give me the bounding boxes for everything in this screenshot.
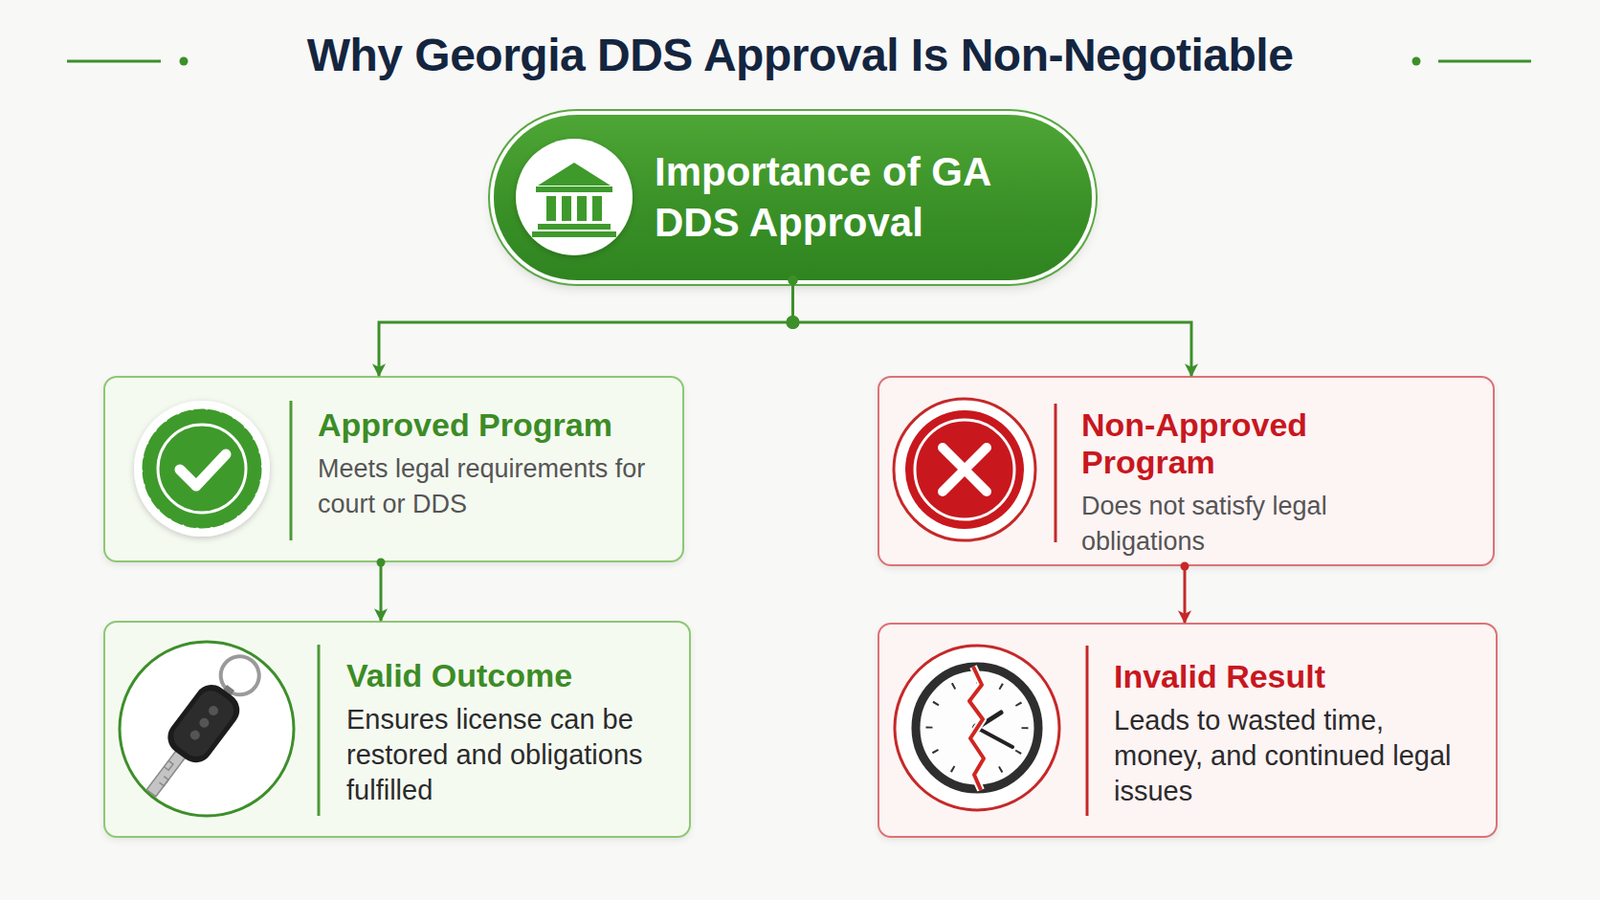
box-body: Leads to wasted time, money, and continu… — [1113, 703, 1459, 810]
approved-box: Approved ProgramMeets legal requirements… — [103, 376, 685, 563]
clock-icon — [894, 645, 1060, 811]
connector-arrow — [793, 280, 1193, 377]
divider-line — [1086, 645, 1089, 817]
connector-arrow — [1183, 566, 1187, 623]
diagram-title: Why Georgia DDS Approval Is Non-Negotiab… — [307, 28, 1294, 82]
check-badge — [133, 400, 270, 537]
cross-badge — [893, 399, 1036, 541]
box-body: Does not satisfy legal obligations — [1081, 488, 1412, 560]
outcome-box: Valid OutcomeEnsures license can be rest… — [103, 621, 691, 839]
connector-arrow — [378, 280, 794, 377]
root-pill: Importance of GA DDS Approval — [493, 114, 1092, 281]
divider-line — [289, 400, 293, 541]
box-heading: Invalid Result — [1113, 658, 1459, 696]
connector-arrow — [379, 562, 383, 622]
box-body: Ensures license can be restored and obli… — [346, 702, 691, 809]
connector-dot — [788, 275, 799, 286]
divider-line — [317, 644, 321, 817]
result-box: Invalid ResultLeads to wasted time, mone… — [877, 622, 1498, 839]
title-holder: Why Georgia DDS Approval Is Non-Negotiab… — [0, 28, 1600, 82]
title-dot — [1412, 57, 1422, 67]
bank-icon — [515, 138, 633, 256]
connector-dot — [1180, 562, 1190, 572]
pill-label: Importance of GA DDS Approval — [654, 147, 1038, 248]
rejected-box: Non-Approved ProgramDoes not satisfy leg… — [877, 376, 1495, 567]
box-heading: Non-Approved Program — [1081, 406, 1412, 482]
title-dot — [179, 57, 189, 67]
connector-dot — [786, 315, 800, 330]
box-heading: Approved Program — [317, 406, 648, 445]
connector-dot — [786, 315, 800, 330]
divider-line — [1054, 403, 1058, 543]
connector-dot — [788, 275, 799, 286]
box-heading: Valid Outcome — [346, 657, 691, 695]
connector-dot — [377, 558, 386, 568]
box-body: Meets legal requirements for court or DD… — [317, 451, 648, 523]
title-rule — [66, 60, 161, 64]
title-rule — [1438, 60, 1532, 64]
car-key-icon — [119, 642, 294, 817]
